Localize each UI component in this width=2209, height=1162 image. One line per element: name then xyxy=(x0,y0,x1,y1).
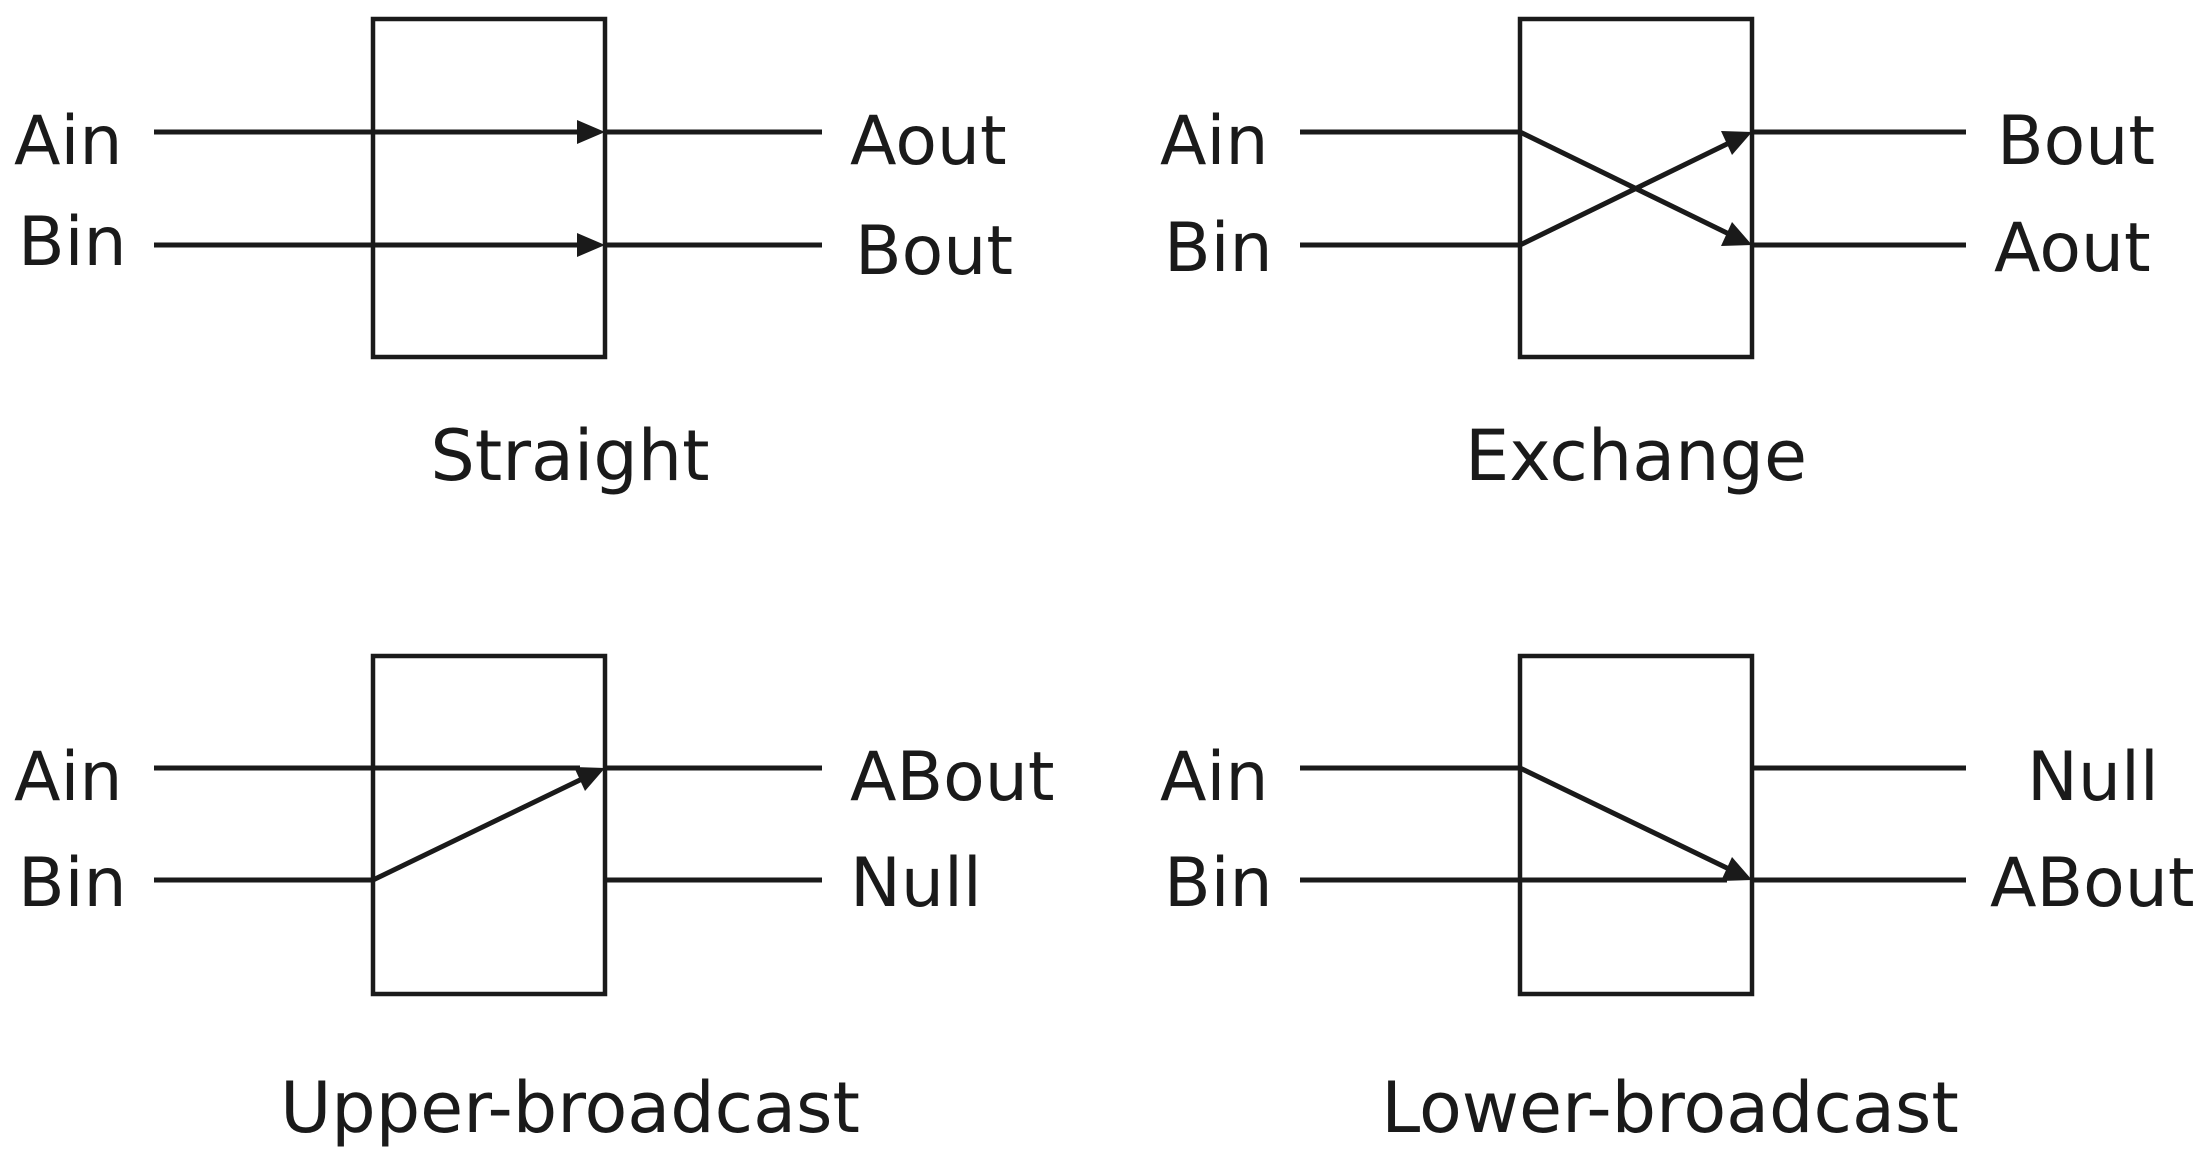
switch-panel-upper-broadcast: Ain Bin ABout Null Upper-broadcast xyxy=(14,653,1055,1149)
input-label-upper: Ain xyxy=(1160,102,1269,181)
input-label-lower: Bin xyxy=(18,844,127,923)
input-label-lower: Bin xyxy=(1164,844,1273,923)
internal-path-a-to-lower xyxy=(1518,765,1731,872)
switch-box xyxy=(1517,653,1755,997)
output-label-upper: Null xyxy=(2027,738,2159,817)
arrowhead-lower xyxy=(1721,857,1752,881)
internal-path-b-to-upper xyxy=(371,776,584,883)
input-label-upper: Ain xyxy=(14,738,123,817)
output-label-lower: Aout xyxy=(1994,209,2151,288)
output-label-upper: Bout xyxy=(1997,102,2155,181)
switch-panel-lower-broadcast: Ain Bin Null ABout Lower-broadcast xyxy=(1160,653,2195,1149)
switch-caption: Lower-broadcast xyxy=(1381,1067,1959,1149)
arrowhead-lower xyxy=(1721,222,1752,246)
output-label-lower: ABout xyxy=(1990,844,2195,923)
switch-caption: Straight xyxy=(430,415,709,497)
internal-path-a-to-lower xyxy=(1518,129,1731,237)
switch-caption: Exchange xyxy=(1465,415,1807,497)
switch-box xyxy=(1517,16,1755,360)
output-label-upper: Aout xyxy=(850,102,1007,181)
switch-panel-exchange: Ain Bin Bout Aout Exchange xyxy=(1160,16,2155,497)
arrowhead-b xyxy=(577,233,605,257)
internal-path-b-to-upper xyxy=(1518,140,1731,248)
output-label-lower: Bout xyxy=(855,212,1013,291)
input-label-upper: Ain xyxy=(1160,738,1269,817)
switch-caption: Upper-broadcast xyxy=(280,1067,860,1149)
output-label-lower: Null xyxy=(850,844,982,923)
switch-panel-straight: Ain Bin Aout Bout Straight xyxy=(14,16,1013,497)
arrowhead-a xyxy=(577,120,605,144)
arrowhead-upper xyxy=(1721,131,1752,155)
switch-box xyxy=(370,16,608,360)
switch-box xyxy=(370,653,608,997)
input-label-upper: Ain xyxy=(14,102,123,181)
input-label-lower: Bin xyxy=(18,203,127,282)
output-label-upper: ABout xyxy=(850,738,1055,817)
arrowhead-upper xyxy=(574,767,605,791)
input-label-lower: Bin xyxy=(1164,209,1273,288)
